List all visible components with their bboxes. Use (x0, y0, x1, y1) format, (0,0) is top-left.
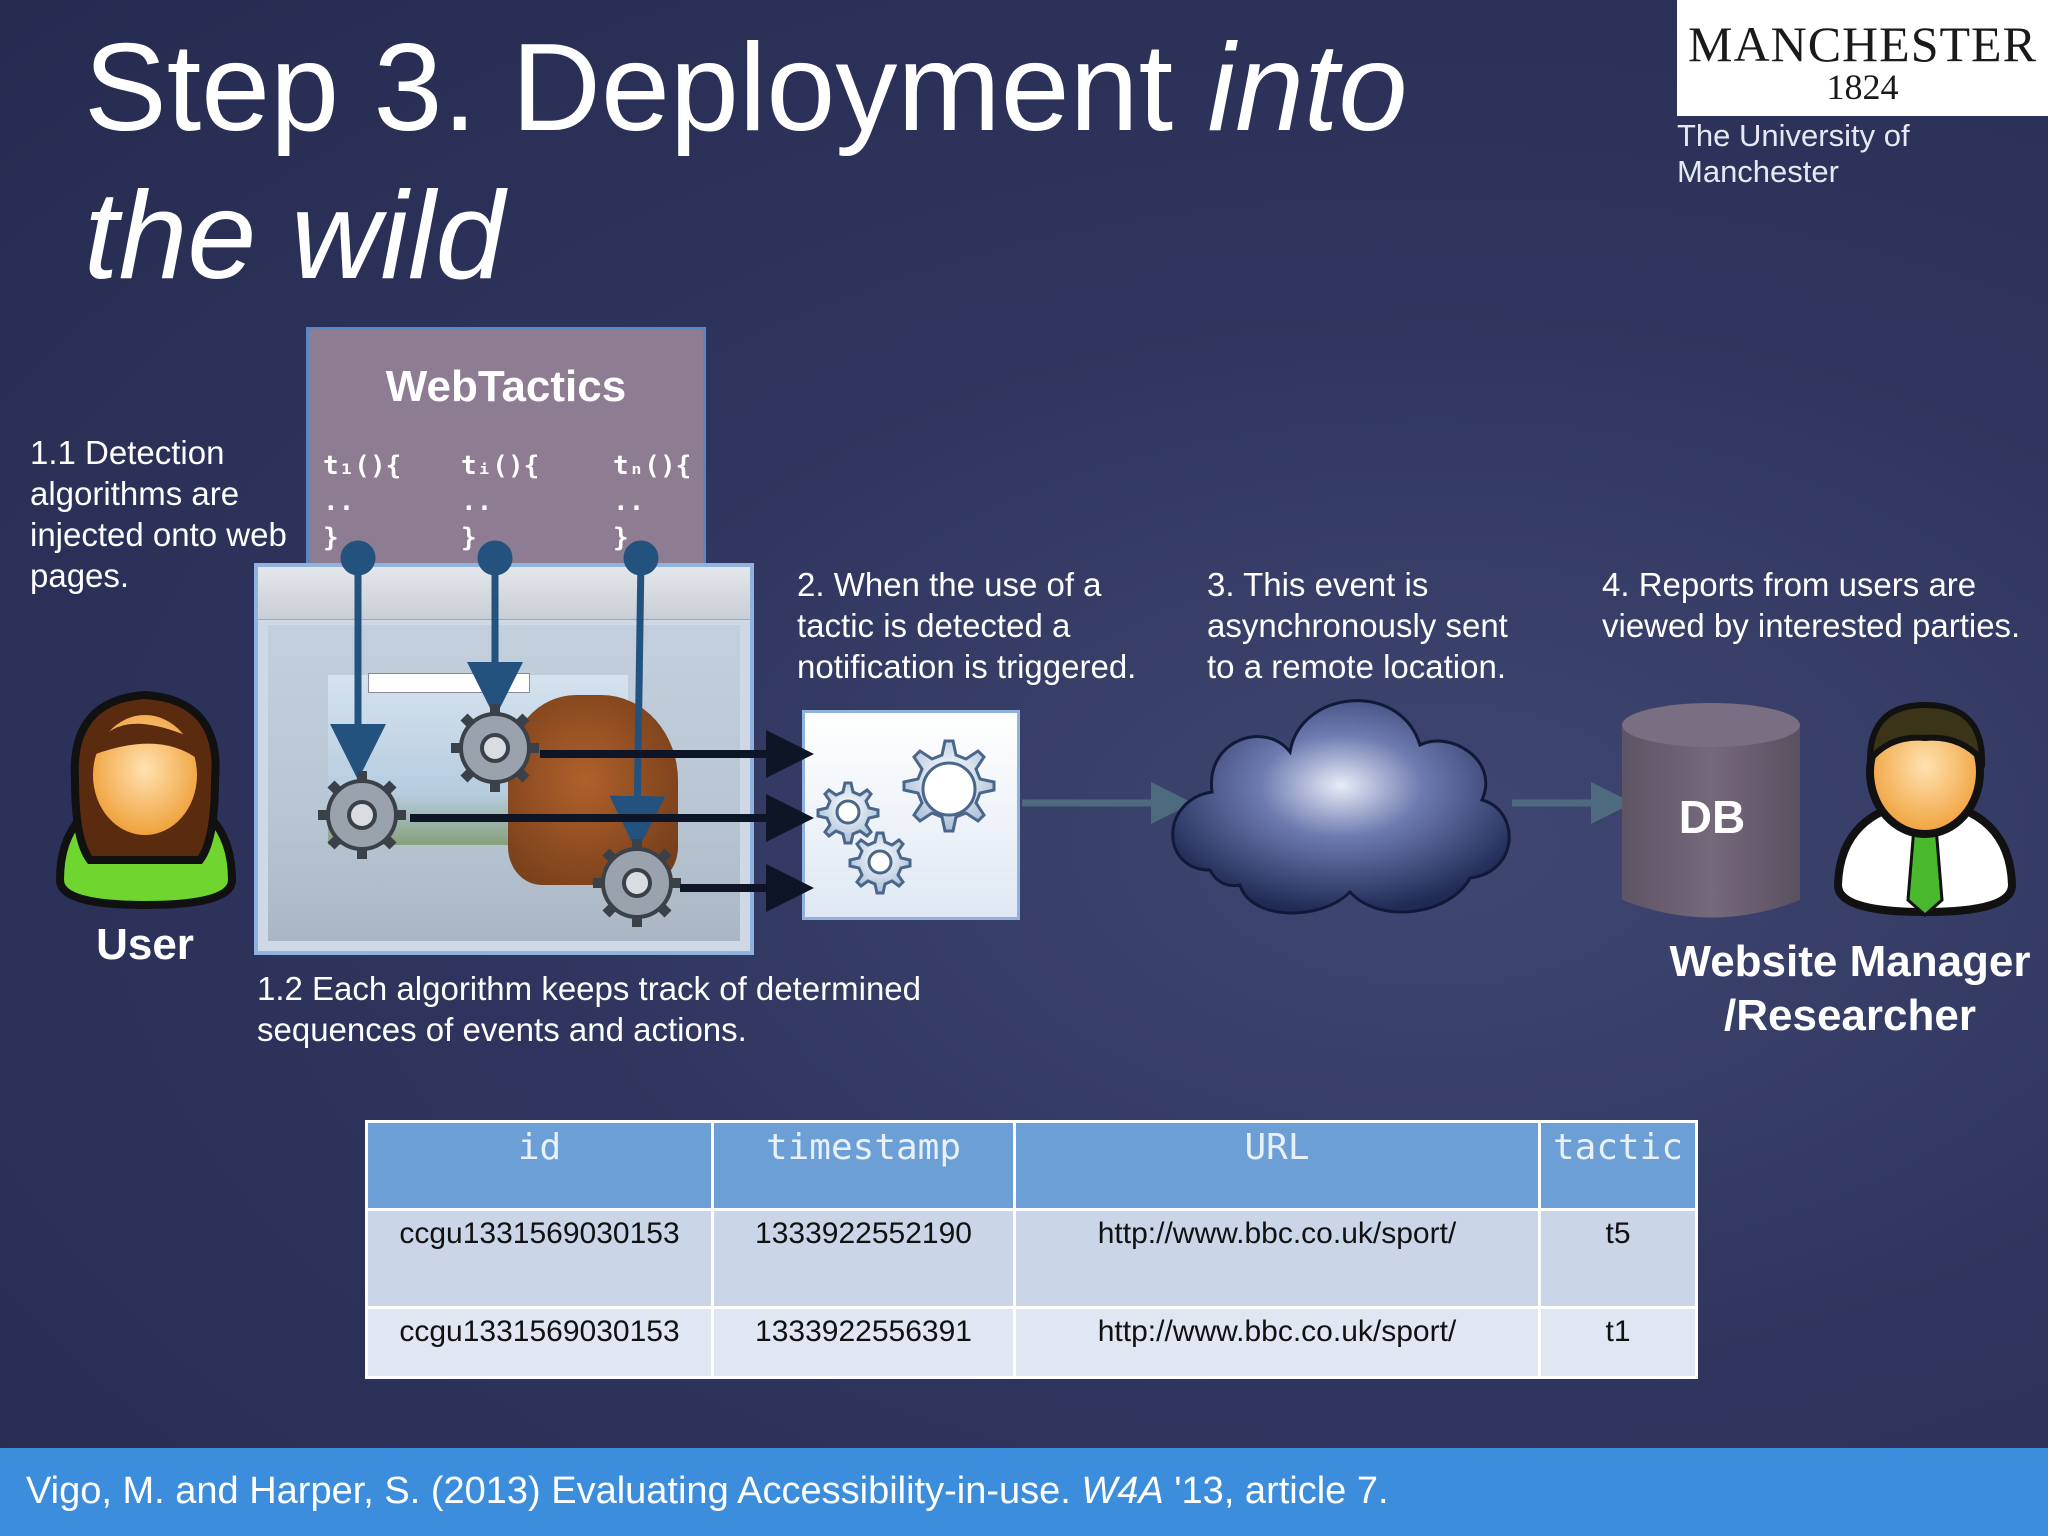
table-cell-tactic: t5 (1538, 1208, 1698, 1309)
table-row: ccgu1331569030153 1333922556391 http://w… (365, 1306, 1698, 1379)
page-photo-cow (508, 695, 678, 885)
logo-subtitle: The University of Manchester (1677, 118, 1910, 189)
university-logo: MANCHESTER 1824 (1677, 0, 2048, 116)
table-header-id: id (365, 1120, 714, 1211)
event-log-table: id timestamp URL tactic ccgu133156903015… (365, 1120, 1698, 1379)
table-cell-timestamp: 1333922552190 (711, 1208, 1016, 1309)
cloud-icon (1171, 699, 1511, 915)
user-avatar-icon (55, 690, 237, 910)
page-search-box (368, 673, 530, 693)
gears-icon (816, 739, 996, 895)
function-tn: tₙ(){ .. } (613, 451, 692, 553)
citation-venue: W4A (1081, 1470, 1164, 1512)
function-t1: t₁(){ .. } (323, 451, 402, 553)
table-row: ccgu1331569030153 1333922552190 http://w… (365, 1208, 1698, 1309)
logo-name: MANCHESTER (1688, 16, 2037, 72)
browser-screenshot (254, 563, 754, 955)
user-label: User (96, 920, 194, 969)
table-header-tactic: tactic (1538, 1120, 1698, 1211)
table-cell-url: http://www.bbc.co.uk/sport/ (1013, 1208, 1541, 1309)
manager-avatar-icon (1833, 701, 2017, 918)
table-header-url: URL (1013, 1120, 1541, 1211)
table-header-row: id timestamp URL tactic (365, 1120, 1698, 1211)
webtactics-title: WebTactics (385, 362, 627, 411)
step-1-1-label: 1.1 Detection algorithms are injected on… (30, 434, 287, 594)
db-label: DB (1678, 791, 1746, 843)
table-header-timestamp: timestamp (711, 1120, 1016, 1211)
table-cell-timestamp: 1333922556391 (711, 1306, 1016, 1379)
citation-start: Vigo, M. and Harper, S. (2013) Evaluatin… (26, 1470, 1082, 1512)
citation-end: '13, article 7. (1163, 1470, 1389, 1512)
function-ti: tᵢ(){ .. } (461, 451, 540, 553)
browser-toolbar (258, 567, 750, 620)
title-regular: Step 3. Deployment (84, 19, 1208, 157)
logo-year: 1824 (1826, 67, 1899, 107)
step-4-label: 4. Reports from users are viewed by inte… (1602, 566, 2021, 644)
step-1-2-label: 1.2 Each algorithm keeps track of determ… (257, 970, 922, 1048)
browser-page (268, 625, 740, 941)
webtactics-box: WebTactics t₁(){ .. } tᵢ(){ .. } tₙ(){ .… (306, 327, 706, 572)
table-cell-id: ccgu1331569030153 (365, 1306, 714, 1379)
table-cell-tactic: t1 (1538, 1306, 1698, 1379)
table-cell-url: http://www.bbc.co.uk/sport/ (1013, 1306, 1541, 1379)
citation-footer: Vigo, M. and Harper, S. (2013) Evaluatin… (0, 1448, 2048, 1536)
step-3-label: 3. This event is asynchronously sent to … (1207, 566, 1508, 685)
notification-gears-box (802, 710, 1020, 920)
step-2-label: 2. When the use of a tactic is detected … (797, 566, 1137, 685)
citation-text: Vigo, M. and Harper, S. (2013) Evaluatin… (26, 1470, 1389, 1513)
title-italic: into the wild (84, 19, 1408, 305)
slide-title: Step 3. Deployment into the wild (84, 14, 1584, 310)
manager-label: Website Manager /Researcher (1669, 937, 2031, 1040)
table-cell-id: ccgu1331569030153 (365, 1208, 714, 1309)
